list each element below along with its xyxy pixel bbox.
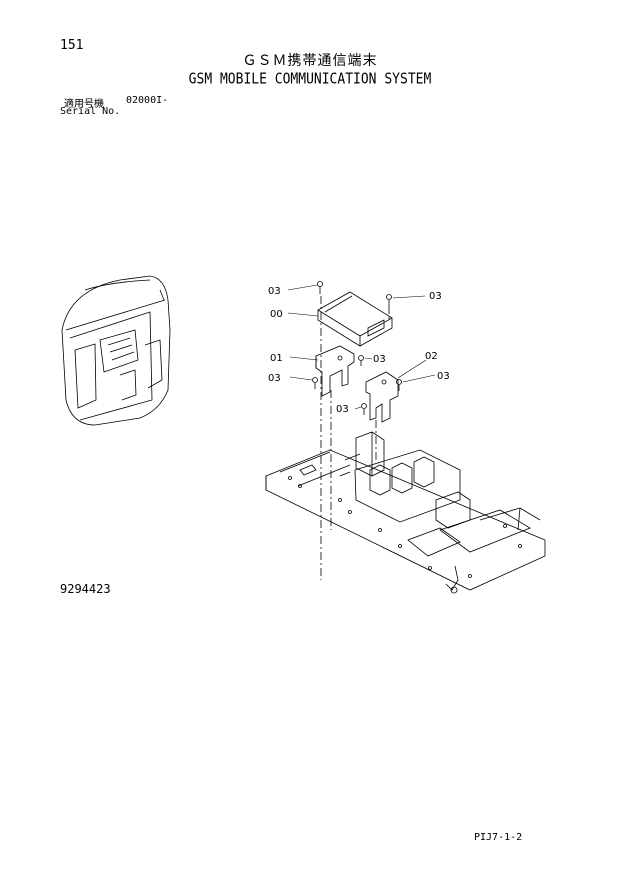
callout-03-top-right: 03: [429, 291, 442, 302]
leader-lines: [287, 284, 436, 410]
screws-drawing: [312, 281, 402, 415]
serial-label-japanese: 適用号機: [64, 99, 104, 110]
callout-00: 00: [270, 309, 283, 320]
bracket-01-drawing: [315, 345, 355, 397]
footer-code: PIJ7-1-2: [474, 832, 523, 843]
callout-03-right: 03: [437, 371, 450, 382]
callout-03-lower: 03: [336, 404, 349, 415]
cab-overview-drawing: [61, 275, 171, 426]
page-number: 151: [60, 38, 84, 53]
callout-03-top-left: 03: [268, 286, 281, 297]
bracket-02-drawing: [365, 371, 399, 423]
serial-label-english: Serial No.: [60, 106, 121, 117]
alignment-lines: [320, 296, 390, 580]
drawing-code: 9294423: [60, 582, 111, 596]
callout-02: 02: [425, 351, 438, 362]
callout-03-middle: 03: [373, 354, 386, 365]
gsm-unit-drawing: [317, 291, 393, 347]
title-japanese: ＧＳＭ携帯通信端末: [242, 53, 378, 69]
title-english: GSM MOBILE COMMUNICATION SYSTEM: [188, 70, 432, 89]
floor-plate-drawing: [265, 431, 546, 594]
callout-03-left: 03: [268, 373, 281, 384]
callout-01: 01: [270, 353, 283, 364]
serial-value: 02000I-: [126, 95, 169, 106]
